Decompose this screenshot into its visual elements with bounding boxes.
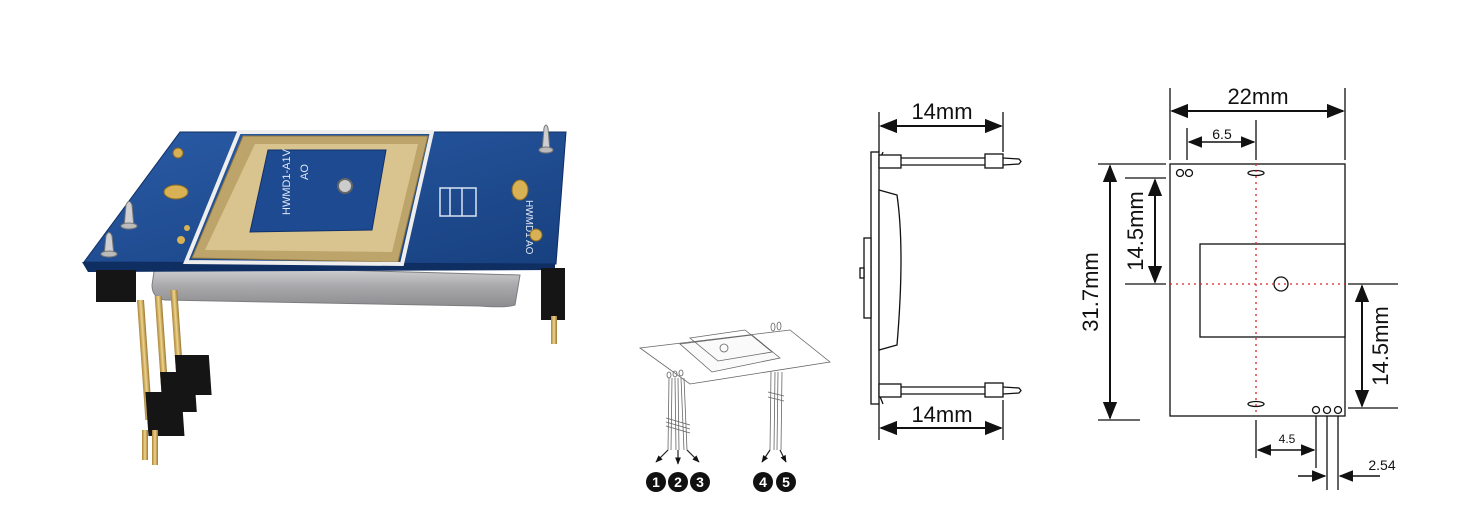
solder-pads (163, 147, 543, 244)
front-upper-label: 14.5mm (1123, 191, 1148, 270)
side-antenna (878, 189, 902, 351)
pin-badge-3 (690, 472, 710, 492)
front-hole-tl2 (1184, 168, 1194, 178)
top-pin-right (538, 124, 554, 154)
front-antenna-outline (1199, 243, 1346, 338)
pin-labels: 1 2 3 4 5 (646, 472, 796, 492)
front-view (1098, 88, 1398, 490)
top-pins-left (100, 201, 138, 258)
header-pin-right (541, 268, 565, 344)
pin-badge-2 (668, 472, 688, 492)
pin-label-2: 2 (674, 474, 682, 490)
front-width-label: 22mm (1227, 84, 1288, 109)
pin-label-3: 3 (696, 474, 704, 490)
antenna-patch (249, 149, 387, 233)
front-pitch-label: 2.54 (1368, 457, 1395, 473)
pin-badge-5 (776, 472, 796, 492)
sketch-module (679, 334, 781, 373)
front-hole-tl1 (1175, 168, 1185, 178)
pcb-edge (82, 262, 555, 272)
sketch-via (719, 343, 729, 353)
front-offset-label: 6.5 (1212, 126, 1232, 142)
front-slot-bottom (1247, 400, 1265, 408)
front-lower-label: 14.5mm (1368, 306, 1393, 385)
front-pin-offset-label: 4.5 (1279, 432, 1296, 446)
edge-marking: HWMD1 AO (523, 200, 534, 255)
sketch-pins-right (767, 321, 785, 451)
pin-label-1: 1 (652, 474, 660, 490)
chip-marking: HWMD1-A1V (281, 148, 293, 215)
silkscreen-marks (439, 187, 477, 217)
pin-label-4: 4 (759, 474, 767, 490)
sketch-module-top (689, 329, 773, 362)
side-can-tab (859, 267, 865, 279)
pin-badge-4 (753, 472, 773, 492)
product-photo: HWMD1-A1V AO HWMD1 AO (82, 124, 567, 465)
pin-leads (655, 449, 787, 465)
side-top-dimension: 14mm (911, 99, 972, 124)
pin-label-5: 5 (782, 474, 790, 490)
side-pcb (870, 151, 880, 405)
side-bottom-dimension: 14mm (911, 402, 972, 427)
front-height-label: 31.7mm (1078, 252, 1103, 331)
header-pins-left (96, 270, 212, 465)
side-view (859, 112, 1022, 440)
patch-via (337, 178, 353, 194)
side-header-top (878, 154, 902, 169)
side-header-bottom (878, 383, 902, 398)
front-pin-hole-3 (1333, 405, 1343, 415)
side-can (863, 237, 872, 319)
front-pin-hole-2 (1322, 405, 1332, 415)
center-lines (1170, 164, 1345, 416)
sketch-pins-left (665, 369, 691, 451)
front-pin-hole-1 (1311, 405, 1321, 415)
pinout-sketch (638, 321, 831, 465)
pin-badge-1 (646, 472, 666, 492)
chip-marking-2: AO (299, 164, 311, 180)
rf-shield-can (151, 264, 521, 308)
antenna-border (183, 130, 435, 267)
